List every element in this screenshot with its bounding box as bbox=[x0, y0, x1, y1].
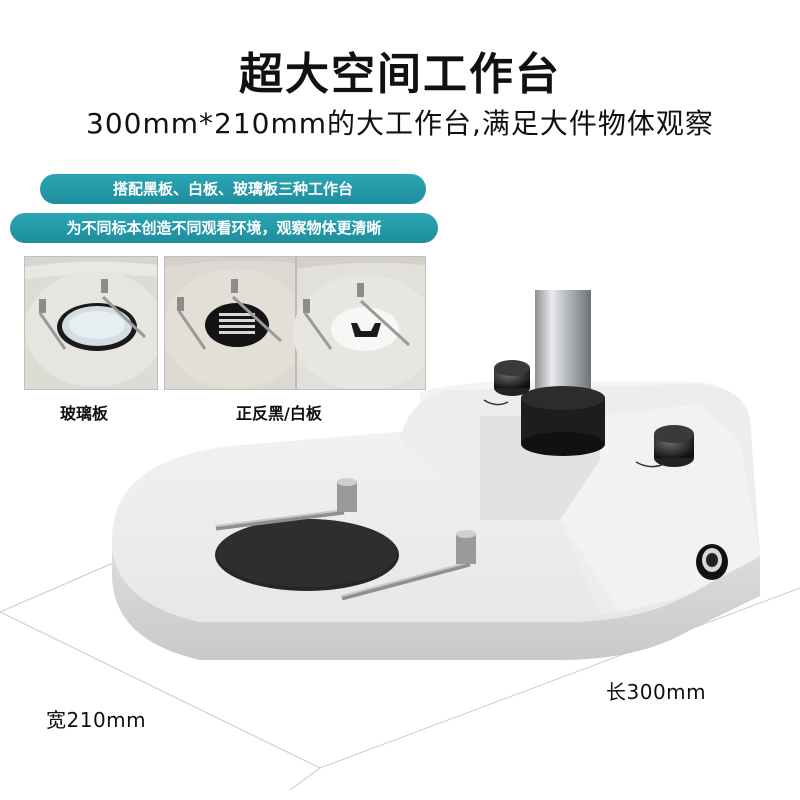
page-title: 超大空间工作台 bbox=[239, 49, 561, 100]
page-subtitle: 300mm*210mm的大工作台,满足大件物体观察 bbox=[86, 107, 714, 140]
power-switch-knob bbox=[696, 544, 728, 580]
stage-clip-right bbox=[341, 530, 476, 601]
right-brightness-knob bbox=[654, 425, 694, 467]
left-brightness-knob bbox=[494, 360, 530, 396]
glass-plate-photo bbox=[24, 256, 158, 390]
feature-badge-environment: 为不同标本创造不同观看环境，观察物体更清晰 bbox=[10, 213, 438, 243]
base-side bbox=[112, 540, 760, 660]
width-dimension-label: 宽210mm bbox=[46, 708, 147, 732]
stage-clip-left bbox=[215, 478, 357, 531]
feature-badge-plates: 搭配黑板、白板、玻璃板三种工作台 bbox=[40, 174, 426, 204]
glass-plate-label: 玻璃板 bbox=[60, 404, 109, 423]
reversible-plate-label: 正反黑/白板 bbox=[236, 404, 322, 423]
reversible-plate-photo bbox=[164, 256, 426, 390]
length-dimension-label: 长300mm bbox=[606, 680, 707, 704]
